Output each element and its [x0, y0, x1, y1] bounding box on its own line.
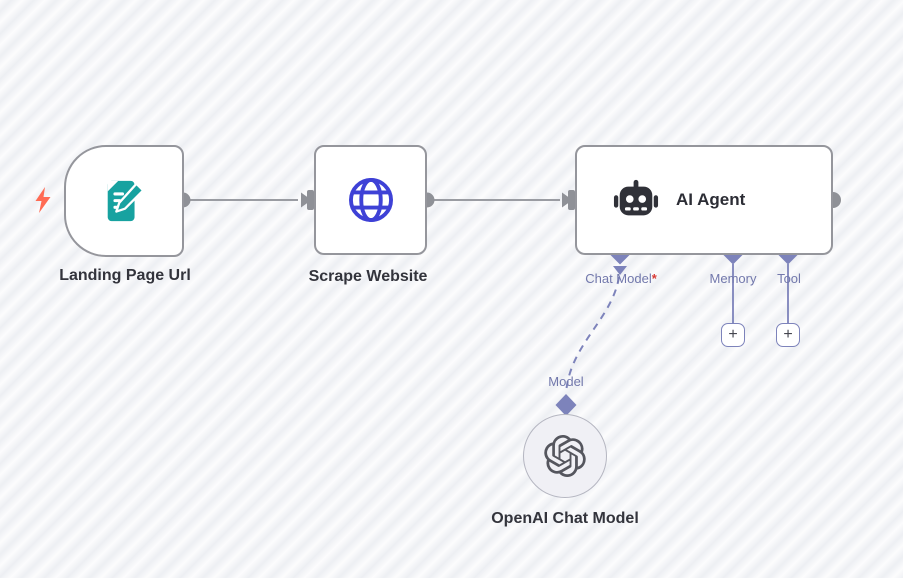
input-port-bar[interactable]	[307, 190, 314, 210]
add-memory-button[interactable]: +	[721, 323, 745, 347]
tool-port-label: Tool	[777, 271, 801, 286]
trigger-bolt-icon	[35, 187, 51, 213]
plus-icon: +	[783, 326, 793, 343]
connection-landing-to-scrape[interactable]	[183, 190, 314, 210]
connection-arrowhead-icon	[562, 192, 573, 208]
model-port-diamond[interactable]	[555, 394, 577, 416]
robot-icon	[613, 179, 659, 216]
form-document-icon	[107, 180, 145, 222]
node-scrape-website[interactable]	[314, 145, 427, 255]
model-port-label: Model	[548, 374, 584, 389]
connection-chatmodel-to-openai[interactable]	[565, 276, 620, 395]
node-openai-chat-model[interactable]	[523, 414, 607, 498]
input-port-bar[interactable]	[568, 190, 575, 210]
add-tool-button[interactable]: +	[776, 323, 800, 347]
globe-icon	[348, 178, 393, 222]
node-label-landing-page-url[interactable]: Landing Page Url	[59, 267, 191, 284]
node-label-scrape-website[interactable]: Scrape Website	[308, 268, 428, 285]
chat-model-port-label: Chat Model*	[585, 271, 657, 286]
connection-arrowhead-icon	[301, 192, 312, 208]
plus-icon: +	[728, 326, 738, 343]
ai-agent-title: AI Agent	[676, 190, 746, 209]
memory-port-label: Memory	[709, 271, 757, 286]
openai-icon	[544, 435, 586, 477]
node-ai-agent[interactable]: AI Agent	[575, 145, 833, 255]
connection-scrape-to-agent[interactable]	[427, 190, 575, 210]
required-marker: *	[651, 271, 657, 286]
node-landing-page-url[interactable]	[64, 145, 184, 257]
chat-model-arrow-icon	[613, 266, 627, 275]
node-label-openai-chat-model[interactable]: OpenAI Chat Model	[491, 510, 639, 527]
